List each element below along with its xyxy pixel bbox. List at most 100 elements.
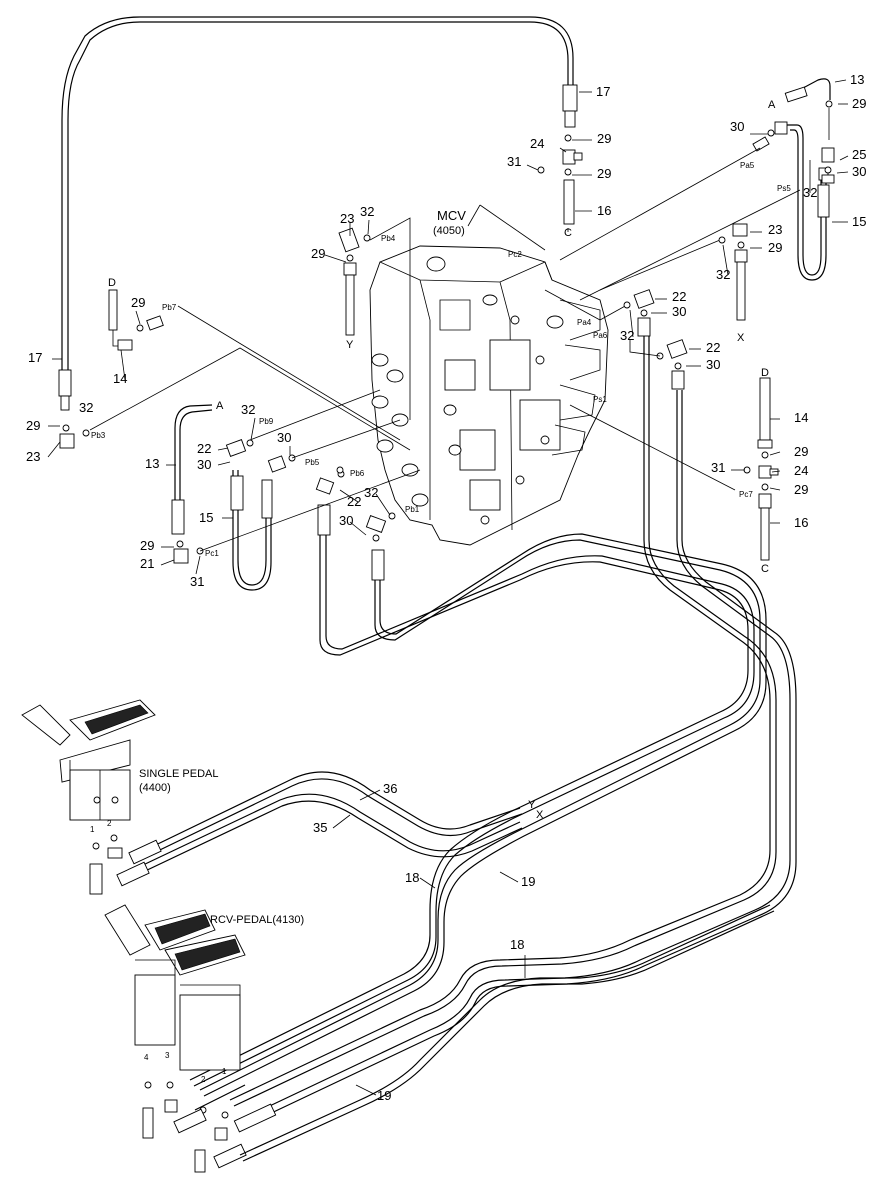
callout-c15b: 15 xyxy=(199,510,213,525)
callout-c32a: 32 xyxy=(803,185,817,200)
letters: A A C C D D X X Y Y xyxy=(108,99,776,821)
rcv-pedal-port-3: 3 xyxy=(165,1051,170,1060)
callout-c16a: 16 xyxy=(597,203,611,218)
callout-c29g: 29 xyxy=(26,418,40,433)
callout-c18b: 18 xyxy=(510,937,524,952)
hose-13-left xyxy=(171,404,213,564)
hose-y xyxy=(338,227,371,336)
port-label-pb1: Pb1 xyxy=(405,505,420,514)
callout-c17b: 17 xyxy=(28,350,42,365)
fittings-22-30-right xyxy=(623,289,688,390)
hose-17 xyxy=(58,16,578,411)
hose-x xyxy=(718,223,748,321)
callout-c29j: 29 xyxy=(140,538,154,553)
single-pedal xyxy=(21,699,523,895)
letter-x-pedal: X xyxy=(536,809,544,821)
callout-c30c: 30 xyxy=(672,304,686,319)
callout-c21: 21 xyxy=(140,556,154,571)
letter-a-top: A xyxy=(768,99,776,111)
callout-c14b: 14 xyxy=(794,410,808,425)
letter-y-top: Y xyxy=(346,339,354,351)
single-pedal-port-1: 1 xyxy=(90,825,95,834)
callout-c31b: 31 xyxy=(711,460,725,475)
port-label-pa6: Pa6 xyxy=(593,331,608,340)
callout-c22b: 22 xyxy=(706,340,720,355)
callout-c30g: 30 xyxy=(339,513,353,528)
rcv-pedal-port-2: 2 xyxy=(201,1075,206,1084)
callout-c15a: 15 xyxy=(852,214,866,229)
callout-c32e: 32 xyxy=(79,400,93,415)
callout-c29a: 29 xyxy=(852,96,866,111)
rcv-pedal-title: RCV-PEDAL(4130) xyxy=(210,914,304,926)
callout-c23b: 23 xyxy=(768,222,782,237)
callout-c32c: 32 xyxy=(716,267,730,282)
port-label-pc2: Pc2 xyxy=(508,250,522,259)
letter-x-top: X xyxy=(737,332,745,344)
callout-c29e: 29 xyxy=(311,246,325,261)
callout-c22c: 22 xyxy=(197,441,211,456)
port-label-pb3: Pb3 xyxy=(91,431,106,440)
callout-c13a: 13 xyxy=(850,72,864,87)
rcv-pedal-port-1: 1 xyxy=(222,1067,227,1076)
fitting-pa5 xyxy=(559,129,775,261)
callout-c32d: 32 xyxy=(620,328,634,343)
mcv-valve-block xyxy=(369,245,609,546)
hose-16-top xyxy=(537,134,583,232)
callout-c29b: 29 xyxy=(597,131,611,146)
callout-c24b: 24 xyxy=(794,463,808,478)
callout-c30f: 30 xyxy=(197,457,211,472)
rcv-pedal xyxy=(104,904,775,1173)
fittings-left-29-23 xyxy=(59,424,90,449)
port-label-ps5: Ps5 xyxy=(777,184,791,193)
callout-c35: 35 xyxy=(313,820,327,835)
callout-c19b: 19 xyxy=(377,1088,391,1103)
callout-c25: 25 xyxy=(852,147,866,162)
letter-c-right: C xyxy=(761,563,769,575)
callout-c32g: 32 xyxy=(364,485,378,500)
hose-bundle-18-19 xyxy=(189,470,767,1097)
callout-c23c: 23 xyxy=(26,449,40,464)
port-label-pb6: Pb6 xyxy=(350,469,365,478)
mcv-title: MCV xyxy=(437,208,466,223)
callout-c31c: 31 xyxy=(190,574,204,589)
pedal-port-numbers: 1 2 4 3 2 1 xyxy=(90,819,227,1084)
hose-bundle-right xyxy=(229,336,797,1127)
port-label-pa4: Pa4 xyxy=(577,318,592,327)
port-label-pb4: Pb4 xyxy=(381,234,396,243)
port-label-pb7: Pb7 xyxy=(162,303,177,312)
titles: MCV (4050) SINGLE PEDAL (4400) RCV-PEDAL… xyxy=(139,208,466,926)
callout-c17a: 17 xyxy=(596,84,610,99)
port-label-pa5: Pa5 xyxy=(740,161,755,170)
pilot-leaders-top xyxy=(369,189,801,420)
callout-c22d: 22 xyxy=(347,494,361,509)
callout-c24a: 24 xyxy=(530,136,544,151)
callout-c19a: 19 xyxy=(521,874,535,889)
letter-c-top: C xyxy=(564,227,572,239)
callout-c31a: 31 xyxy=(507,154,521,169)
callout-c13b: 13 xyxy=(145,456,159,471)
callout-c36: 36 xyxy=(383,781,397,796)
callout-c29c: 29 xyxy=(597,166,611,181)
leader-lines xyxy=(47,79,849,1096)
hose-13-top xyxy=(784,78,835,184)
port-label-pb9: Pb9 xyxy=(259,417,274,426)
callout-c14a: 14 xyxy=(113,371,127,386)
port-label-pb5: Pb5 xyxy=(305,458,320,467)
callout-c22a: 22 xyxy=(672,289,686,304)
single-pedal-title: SINGLE PEDAL xyxy=(139,768,218,780)
callout-c23a: 23 xyxy=(340,211,354,226)
port-label-pc7: Pc7 xyxy=(739,490,753,499)
hose-15-left xyxy=(199,389,421,591)
callout-c32f: 32 xyxy=(241,402,255,417)
hose-14-16-right xyxy=(569,377,779,561)
callout-c18a: 18 xyxy=(405,870,419,885)
callout-c30b: 30 xyxy=(852,164,866,179)
port-label-pc1: Pc1 xyxy=(205,549,219,558)
callout-c32b: 32 xyxy=(360,204,374,219)
callout-c30d: 30 xyxy=(706,357,720,372)
callout-c29i: 29 xyxy=(794,482,808,497)
hose-14-left xyxy=(89,289,411,451)
hose-15-right xyxy=(774,121,830,281)
